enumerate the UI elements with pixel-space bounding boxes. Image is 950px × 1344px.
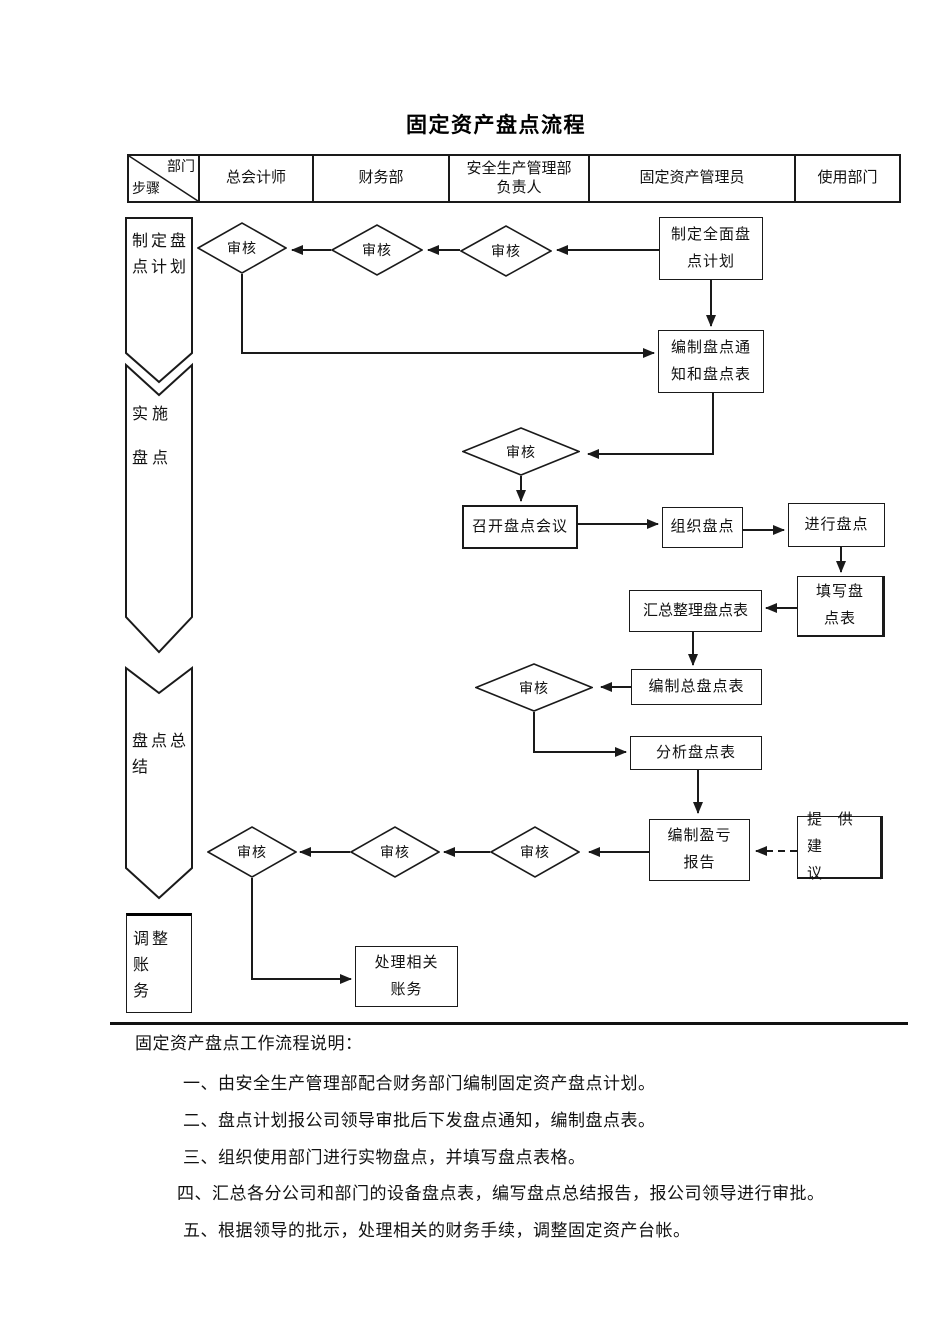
node-handle-accounts: 处理相关 账务 bbox=[355, 946, 458, 1007]
header-cell-finance-dept: 财务部 bbox=[312, 156, 448, 201]
phase-plan-shape bbox=[125, 217, 193, 384]
review-diamond: 审核 bbox=[197, 222, 287, 274]
corner-label-step: 步骤 bbox=[132, 182, 160, 197]
flow-arrow bbox=[241, 274, 655, 358]
review-diamond: 审核 bbox=[462, 427, 580, 476]
header-cell-safety-dept-head: 安全生产管理部 负责人 bbox=[448, 156, 588, 201]
review-label: 审核 bbox=[491, 245, 521, 260]
review-label: 审核 bbox=[227, 242, 257, 257]
phase-plan-label: 制定盘 点计划 bbox=[132, 233, 190, 276]
node-hold-meeting: 召开盘点会议 bbox=[462, 505, 578, 549]
header-cell-using-dept: 使用部门 bbox=[794, 156, 899, 201]
phase-implement-shape bbox=[125, 362, 193, 654]
section-divider bbox=[110, 1022, 908, 1025]
node-analyze-sheet: 分析盘点表 bbox=[630, 736, 762, 770]
corner-label-department: 部门 bbox=[167, 160, 195, 175]
node-provide-advice: 提 供 建 议 bbox=[797, 812, 883, 882]
flow-arrow bbox=[533, 712, 627, 757]
note-item-2: 二、盘点计划报公司领导审批后下发盘点通知，编制盘点表。 bbox=[183, 1111, 656, 1130]
note-item-3: 三、组织使用部门进行实物盘点，并填写盘点表格。 bbox=[183, 1148, 586, 1167]
review-label: 审核 bbox=[237, 846, 267, 861]
review-diamond: 审核 bbox=[331, 224, 423, 276]
diagonal-line bbox=[129, 156, 198, 201]
header-table: 部门 步骤 总会计师 财务部 安全生产管理部 负责人 固定资产管理员 使用部门 bbox=[127, 154, 901, 203]
header-cell-asset-manager: 固定资产管理员 bbox=[588, 156, 794, 201]
review-diamond: 审核 bbox=[207, 826, 297, 878]
review-diamond: 审核 bbox=[475, 663, 593, 712]
node-total-sheet: 编制总盘点表 bbox=[631, 669, 762, 705]
page-title: 固定资产盘点流程 bbox=[406, 113, 586, 137]
review-label: 审核 bbox=[506, 445, 536, 461]
review-diamond: 审核 bbox=[350, 826, 440, 878]
header-corner-cell: 部门 步骤 bbox=[129, 156, 198, 201]
node-conduct-inventory: 进行盘点 bbox=[788, 503, 885, 547]
review-diamond: 审核 bbox=[460, 225, 552, 277]
review-diamond: 审核 bbox=[490, 826, 580, 878]
note-item-5: 五、根据领导的批示，处理相关的财务手续，调整固定资产台帐。 bbox=[183, 1221, 691, 1240]
flow-arrow bbox=[587, 393, 714, 459]
review-label: 审核 bbox=[519, 681, 549, 697]
phase-summary-shape bbox=[125, 665, 193, 900]
node-organize-inventory: 组织盘点 bbox=[662, 507, 743, 548]
header-cell-chief-accountant: 总会计师 bbox=[198, 156, 312, 201]
phase-implement-label: 实施 盘点 bbox=[132, 406, 173, 467]
phase-adjust-box: 调整账 务 bbox=[126, 913, 192, 1013]
note-item-4: 四、汇总各分公司和部门的设备盘点表，编写盘点总结报告，报公司领导进行审批。 bbox=[177, 1184, 825, 1203]
node-collect-sheets: 汇总整理盘点表 bbox=[629, 590, 762, 632]
notes-section: 固定资产盘点工作流程说明： 一、由安全生产管理部配合财务部门编制固定资产盘点计划… bbox=[135, 1031, 925, 1249]
node-profit-loss-report: 编制盈亏 报告 bbox=[649, 819, 750, 881]
notes-heading: 固定资产盘点工作流程说明： bbox=[135, 1034, 363, 1053]
node-fill-sheet: 填写盘 点表 bbox=[797, 576, 885, 637]
node-make-full-plan: 制定全面盘 点计划 bbox=[659, 217, 763, 280]
review-label: 审核 bbox=[362, 244, 392, 259]
flow-arrow bbox=[251, 878, 352, 984]
review-label: 审核 bbox=[380, 846, 410, 861]
review-label: 审核 bbox=[520, 846, 550, 861]
note-item-1: 一、由安全生产管理部配合财务部门编制固定资产盘点计划。 bbox=[183, 1074, 656, 1093]
node-prepare-notice: 编制盘点通 知和盘点表 bbox=[658, 330, 764, 393]
phase-summary-label: 盘点总 结 bbox=[132, 733, 190, 776]
